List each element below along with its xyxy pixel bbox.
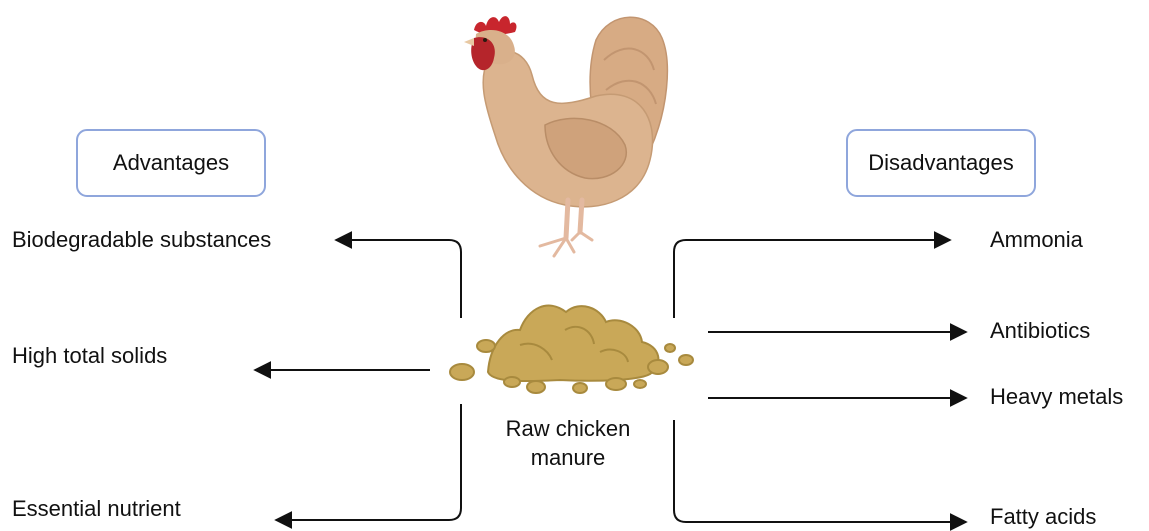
disadvantages-title: Disadvantages bbox=[868, 150, 1014, 176]
center-label-line2: manure bbox=[468, 443, 668, 472]
disadvantage-item-heavy-metals: Heavy metals bbox=[990, 384, 1123, 410]
advantages-header: Advantages bbox=[76, 129, 266, 197]
disadvantages-header: Disadvantages bbox=[846, 129, 1036, 197]
arrow-to-essential-nutrient bbox=[276, 404, 461, 520]
manure-pile-illustration bbox=[450, 306, 693, 393]
disadvantage-item-antibiotics: Antibiotics bbox=[990, 318, 1090, 344]
advantage-item-biodegradable: Biodegradable substances bbox=[12, 227, 271, 253]
advantages-title: Advantages bbox=[113, 150, 229, 176]
raw-chicken-manure-label: Raw chicken manure bbox=[468, 414, 668, 472]
arrow-to-fatty-acids bbox=[674, 420, 966, 522]
disadvantage-item-ammonia: Ammonia bbox=[990, 227, 1083, 253]
advantage-item-essential-nutrient: Essential nutrient bbox=[12, 496, 181, 522]
disadvantage-item-fatty-acids: Fatty acids bbox=[990, 504, 1096, 530]
advantage-item-high-total-solids: High total solids bbox=[12, 343, 167, 369]
chicken-illustration bbox=[464, 16, 667, 256]
arrow-to-biodegradable bbox=[336, 240, 461, 318]
center-label-line1: Raw chicken bbox=[468, 414, 668, 443]
arrow-to-ammonia bbox=[674, 240, 950, 318]
